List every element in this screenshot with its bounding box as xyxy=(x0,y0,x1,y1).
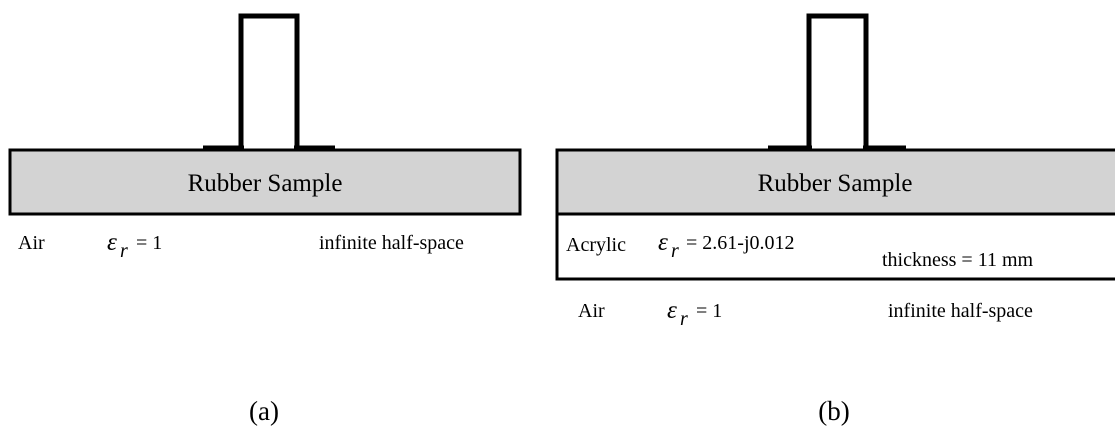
epsilon-symbol-b-acrylic: ε xyxy=(658,229,668,256)
panel-a: Rubber Sample Air ε r = 1 infinite half-… xyxy=(8,13,522,426)
air-permittivity-b: = 1 xyxy=(696,300,722,322)
acrylic-thickness-b: thickness = 11 mm xyxy=(882,249,1034,271)
air-permittivity-a: = 1 xyxy=(136,232,162,254)
caption-a: (a) xyxy=(249,396,279,426)
rubber-sample-a xyxy=(8,148,522,216)
caption-b: (b) xyxy=(818,396,849,426)
panel-b: Rubber Sample Acrylic ε r = 2.61-j0.012 … xyxy=(555,13,1115,426)
rubber-sample-b-label: Rubber Sample xyxy=(758,170,913,197)
epsilon-subscript-b-air: r xyxy=(680,308,688,330)
acrylic-layer-b xyxy=(555,212,1115,281)
air-label-a: Air xyxy=(18,232,45,254)
air-extent-a: infinite half-space xyxy=(319,232,464,254)
air-extent-b: infinite half-space xyxy=(888,300,1033,322)
epsilon-symbol-a: ε xyxy=(107,229,117,256)
acrylic-label-b: Acrylic xyxy=(566,234,626,256)
epsilon-symbol-b-air: ε xyxy=(667,297,677,324)
rubber-sample-b xyxy=(555,148,1115,216)
probe-b xyxy=(806,13,869,148)
air-label-b: Air xyxy=(578,300,605,322)
acrylic-permittivity-b: = 2.61-j0.012 xyxy=(686,232,795,254)
epsilon-subscript-a: r xyxy=(120,240,128,262)
rubber-sample-a-label: Rubber Sample xyxy=(188,170,343,197)
epsilon-subscript-b-acrylic: r xyxy=(671,240,679,262)
probe-a xyxy=(238,13,300,148)
